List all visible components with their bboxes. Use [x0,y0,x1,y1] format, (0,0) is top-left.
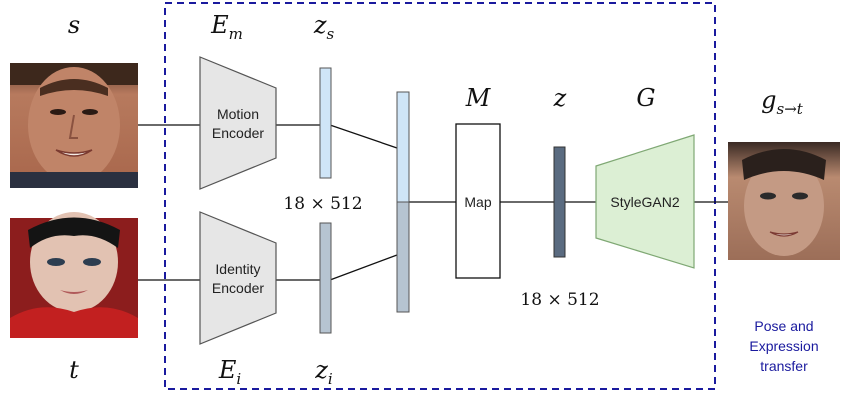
output-face-image [728,142,840,260]
caption-line-1: Pose and [754,318,813,334]
stylegan2-block [595,134,695,269]
motion-encoder-label-1: Motion [217,106,259,122]
zi-vector [319,222,332,334]
map-symbol: M [465,84,492,112]
target-label: t [69,356,79,384]
output-label: gs→t [761,86,804,118]
source-label: s [68,11,80,39]
identity-encoder-label-2: Encoder [212,280,264,296]
caption-line-2: Expression [749,338,818,354]
dim-label-right: 18 × 512 [520,290,599,310]
target-face-image [10,212,138,338]
map-block [455,123,501,279]
source-face-image [10,63,138,188]
identity-encoder-block [199,211,277,345]
caption-line-3: transfer [760,358,808,374]
zs-vector [319,67,332,179]
z-vector [553,146,566,258]
dim-label-left: 18 × 512 [283,194,362,214]
motion-encoder-block [199,56,277,190]
connections [138,124,728,281]
generator-symbol: G [636,84,655,112]
motion-encoder-label-2: Encoder [212,125,264,141]
zs-label: zs [313,11,335,43]
concat-vector-top [396,91,410,203]
concat-vector-bottom [396,201,410,313]
map-label: Map [464,194,491,210]
identity-encoder-label-1: Identity [215,261,260,277]
zi-label: zi [314,356,333,388]
motion-encoder-symbol: Em [210,11,243,43]
stylegan2-label: StyleGAN2 [610,194,679,210]
identity-encoder-symbol: Ei [218,356,242,388]
z-symbol: z [553,84,567,112]
